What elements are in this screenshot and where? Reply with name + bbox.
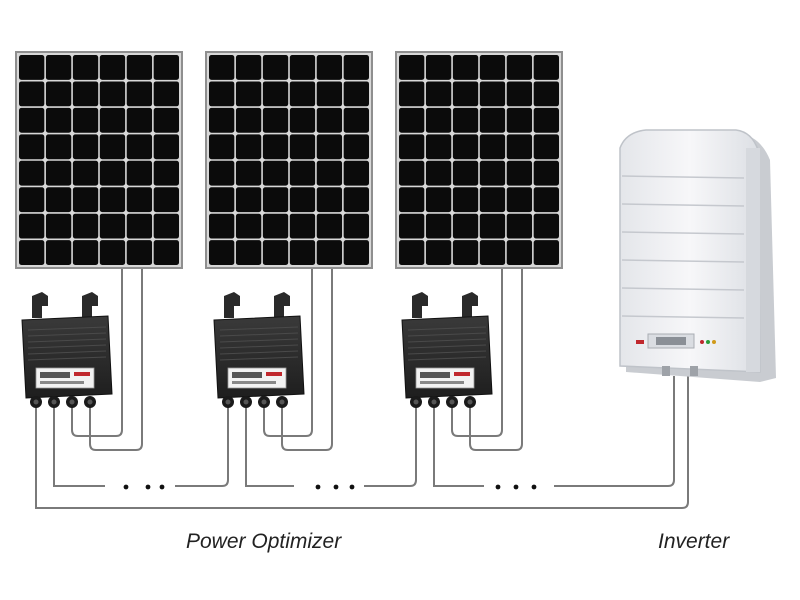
cable-wiring <box>35 268 689 509</box>
cable <box>364 404 417 487</box>
dot <box>315 484 321 490</box>
power-optimizer-label: Power Optimizer <box>186 530 342 553</box>
solar-panels <box>15 51 563 269</box>
cable <box>281 268 333 451</box>
power-optimizer-icon <box>213 292 305 408</box>
solar-panel-icon <box>15 51 183 269</box>
continuation-marker <box>495 484 537 490</box>
power-optimizer-icon <box>21 292 113 408</box>
cable <box>263 268 313 437</box>
power-optimizer-icon <box>401 292 493 408</box>
cable <box>554 376 675 487</box>
cable <box>53 404 105 487</box>
solar-panel-icon <box>205 51 373 269</box>
continuation-markers <box>123 484 537 490</box>
cable <box>175 404 229 487</box>
cable <box>469 268 523 451</box>
dot <box>333 484 339 490</box>
continuation-marker <box>315 484 355 490</box>
dot <box>531 484 537 490</box>
cable <box>35 376 689 509</box>
cable <box>451 268 503 437</box>
solar-panel-icon <box>395 51 563 269</box>
continuation-marker <box>123 484 165 490</box>
dot <box>513 484 519 490</box>
cable <box>71 268 123 437</box>
cable <box>245 404 294 487</box>
cable <box>433 404 484 487</box>
power-optimizers <box>21 292 493 408</box>
inverter-icon <box>619 129 776 382</box>
dot <box>159 484 165 490</box>
inverter-label: Inverter <box>658 530 730 553</box>
dot <box>349 484 355 490</box>
cable <box>89 268 143 451</box>
dot <box>495 484 501 490</box>
dot <box>145 484 151 490</box>
dot <box>123 484 129 490</box>
